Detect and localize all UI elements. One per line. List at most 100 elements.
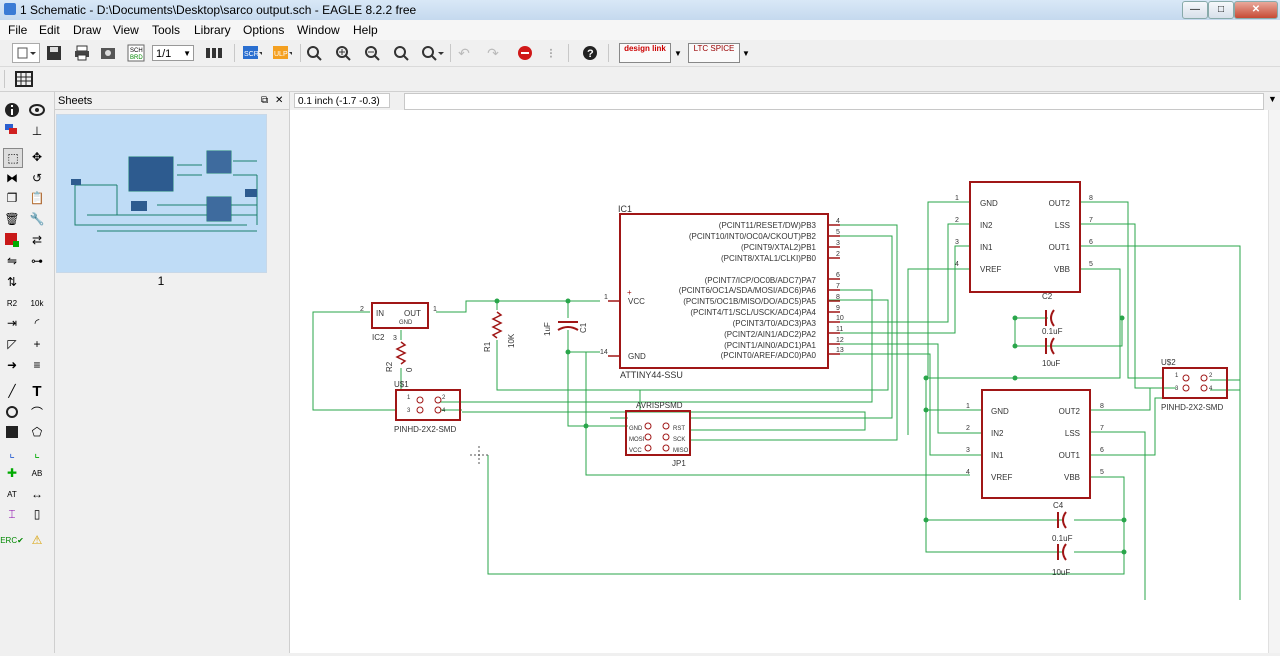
invoke-tool[interactable]: ⊶ xyxy=(28,252,46,270)
sheet-view-button[interactable] xyxy=(204,43,224,63)
jp1-avrisp-symbol[interactable]: AVRISPSMD JP1 GND MOSI VCC RST SCK MISO xyxy=(625,401,691,468)
dimension-tool[interactable]: ↔ xyxy=(28,485,46,503)
c1-symbol[interactable]: 1uF C1 xyxy=(543,321,588,336)
select-tool[interactable]: ⬚ xyxy=(3,148,23,168)
undock-icon[interactable]: ⧉ xyxy=(261,95,269,106)
grid-button[interactable] xyxy=(14,69,34,89)
name-tool[interactable]: R2 xyxy=(3,294,21,312)
ic1-pin-num: 3 xyxy=(836,240,840,247)
split-tool[interactable]: ◸ xyxy=(3,335,21,353)
zoom-in-button[interactable] xyxy=(333,43,353,63)
driver-bottom-pin-num: 5 xyxy=(1100,469,1104,476)
c2-symbol[interactable]: C2 0.1uF 10uF xyxy=(1042,292,1063,368)
arc-tool[interactable]: ⌒ xyxy=(28,403,46,421)
add-tool[interactable] xyxy=(3,231,21,249)
mirror-tool[interactable]: ⧓ xyxy=(3,169,21,187)
zoom-out-button[interactable] xyxy=(362,43,382,63)
value-tool[interactable]: 10k xyxy=(28,294,46,312)
driver-bottom-pin-label: VREF xyxy=(991,473,1012,482)
menu-edit[interactable]: Edit xyxy=(39,23,60,37)
change-tool[interactable]: 🔧 xyxy=(28,210,46,228)
zoom-fit-button[interactable] xyxy=(304,43,324,63)
ic2-symbol[interactable]: IN OUT GND IC2 2 1 3 xyxy=(360,302,437,342)
ulp-button[interactable]: ULP xyxy=(272,43,292,63)
layer-tool[interactable] xyxy=(3,122,21,140)
add-part-icon xyxy=(5,233,19,247)
script-button[interactable]: SCR xyxy=(242,43,262,63)
menu-library[interactable]: Library xyxy=(194,23,231,37)
driver-top-symbol[interactable]: GND IN2 IN1 VREF OUT2 LSS OUT1 VBB 1 2 3… xyxy=(955,181,1093,293)
schematic-canvas[interactable]: IC1 ATTINY44-SSU VCC GND 1 14 + (PCINT11… xyxy=(290,110,1268,653)
menu-tools[interactable]: Tools xyxy=(152,23,181,37)
menu-help[interactable]: Help xyxy=(353,23,378,37)
gate-swap-tool[interactable]: ⇋ xyxy=(3,252,21,270)
menu-window[interactable]: Window xyxy=(297,23,340,37)
help-button[interactable]: ? xyxy=(580,43,600,63)
erc-tool[interactable]: ERC✔ xyxy=(0,531,24,549)
smash-tool[interactable]: ⇥ xyxy=(3,314,21,332)
cam-button[interactable] xyxy=(98,43,118,63)
junction-tool[interactable]: ✚ xyxy=(3,464,21,482)
info-tool[interactable] xyxy=(3,101,21,119)
label-tool[interactable]: AB xyxy=(28,464,46,482)
move-tool[interactable]: ✥ xyxy=(28,148,46,166)
close-icon[interactable]: ✕ xyxy=(275,95,284,106)
print-button[interactable] xyxy=(72,43,92,63)
zoom-redraw-button[interactable] xyxy=(391,43,411,63)
net-tool[interactable]: ⌞ xyxy=(28,444,46,462)
attribute-tool[interactable]: AT xyxy=(3,485,21,503)
u1-header-symbol[interactable]: U$1 PINHD-2X2-SMD 1 2 3 4 xyxy=(394,380,461,434)
polygon-tool[interactable]: ⬠ xyxy=(28,423,46,441)
menu-view[interactable]: View xyxy=(113,23,139,37)
circle-tool[interactable] xyxy=(3,403,21,421)
c4-symbol[interactable]: C4 0.1uF 10uF xyxy=(1052,501,1073,577)
u2-header-symbol[interactable]: U$2 PINHD-2X2-SMD 1 2 3 4 xyxy=(1161,358,1228,412)
sheet-thumbnail[interactable] xyxy=(56,114,267,273)
rotate-tool[interactable]: ↺ xyxy=(28,169,46,187)
mark-tool[interactable]: ⊥ xyxy=(28,122,46,140)
save-button[interactable] xyxy=(44,43,64,63)
bus-tool[interactable]: ⌞ xyxy=(3,444,21,462)
redo-button[interactable]: ↷ xyxy=(483,43,503,63)
stop-button[interactable] xyxy=(515,43,535,63)
chevron-down-icon[interactable]: ▼ xyxy=(1268,94,1277,104)
r1-symbol[interactable]: R1 10K xyxy=(483,311,516,352)
go-button[interactable]: ⁝ xyxy=(541,43,561,63)
menu-options[interactable]: Options xyxy=(243,23,285,37)
ltspice-button[interactable]: LTC SPICE xyxy=(688,43,740,63)
ltspice-dropdown[interactable]: ▼ xyxy=(740,43,752,63)
open-dropdown-button[interactable] xyxy=(12,43,40,63)
maximize-button[interactable]: □ xyxy=(1208,1,1234,19)
route-tool[interactable]: ➜ xyxy=(3,356,21,374)
undo-button[interactable]: ↶ xyxy=(454,43,474,63)
optimize-tool[interactable]: + xyxy=(28,335,46,353)
errors-tool[interactable]: ⚠ xyxy=(28,531,46,549)
show-tool[interactable] xyxy=(28,101,46,119)
menu-file[interactable]: File xyxy=(8,23,28,37)
command-line-input[interactable] xyxy=(404,93,1264,110)
paste-tool[interactable]: 📋 xyxy=(28,189,46,207)
vertical-scrollbar[interactable] xyxy=(1268,110,1280,653)
close-button[interactable]: ✕ xyxy=(1234,1,1278,19)
delete-tool[interactable]: 🗑 xyxy=(3,210,21,228)
ripup-tool[interactable]: ≡ xyxy=(28,356,46,374)
design-link-dropdown[interactable]: ▼ xyxy=(672,43,684,63)
pinswap-tool[interactable]: ⇅ xyxy=(3,273,21,291)
ic1-symbol[interactable]: IC1 ATTINY44-SSU VCC GND 1 14 + (PCINT11… xyxy=(600,204,844,380)
text-tool[interactable]: T xyxy=(28,382,46,400)
line-tool[interactable]: ╱ xyxy=(3,382,21,400)
sheet-select[interactable]: 1/1▼ xyxy=(152,45,194,61)
copy-tool[interactable]: ❐ xyxy=(3,189,21,207)
zoom-select-button[interactable] xyxy=(420,43,446,63)
rect-tool[interactable] xyxy=(3,423,21,441)
minimize-button[interactable]: — xyxy=(1182,1,1208,19)
driver-bottom-symbol[interactable]: GND IN2 IN1 VREF OUT2 LSS OUT1 VBB 1 2 3… xyxy=(966,389,1104,499)
module-tool[interactable]: ▯ xyxy=(28,505,46,523)
frame-tool[interactable]: ⌶ xyxy=(3,505,21,523)
design-link-button[interactable]: design link xyxy=(619,43,671,63)
r2-symbol[interactable]: R2 0 xyxy=(385,341,414,372)
replace-tool[interactable]: ⇄ xyxy=(28,231,46,249)
menu-draw[interactable]: Draw xyxy=(73,23,102,37)
miter-tool[interactable]: ◜ xyxy=(28,314,46,332)
